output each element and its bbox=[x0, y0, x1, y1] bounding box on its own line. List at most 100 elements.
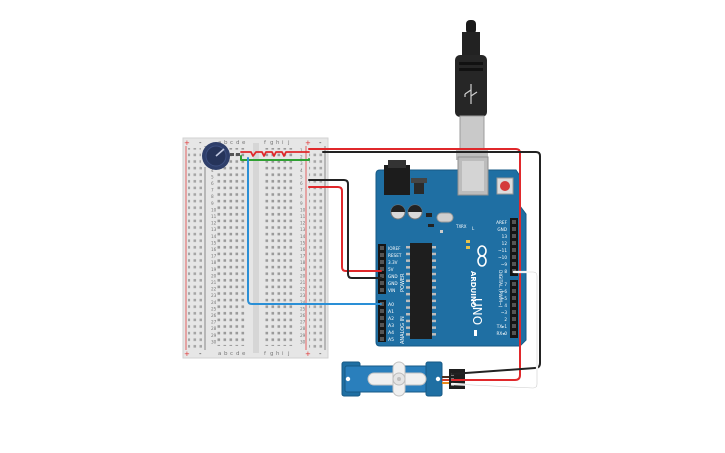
arduino-infinity-logo bbox=[477, 245, 487, 267]
wire-red-5v[interactable] bbox=[308, 186, 382, 272]
pin-gnd-3: GND bbox=[497, 227, 507, 232]
chip-pins bbox=[406, 246, 436, 336]
wire-green[interactable] bbox=[240, 155, 310, 161]
row-number: 27 bbox=[211, 320, 217, 325]
header-pin-hole[interactable] bbox=[512, 331, 516, 335]
rail-minus-top-right: - bbox=[319, 139, 322, 147]
row-number: 8 bbox=[211, 194, 214, 199]
pin-a4: A4 bbox=[388, 330, 394, 336]
potentiometer[interactable] bbox=[201, 142, 240, 170]
row-number: 9 bbox=[300, 201, 303, 206]
left-power-rail[interactable] bbox=[188, 148, 202, 348]
svg-text:h: h bbox=[276, 351, 280, 357]
header-pin-hole[interactable] bbox=[380, 323, 384, 327]
header-pin-hole[interactable] bbox=[512, 282, 516, 286]
atmega-chip bbox=[410, 243, 432, 339]
row-number: 28 bbox=[211, 326, 217, 331]
header-pin-hole[interactable] bbox=[512, 234, 516, 238]
row-number: 28 bbox=[300, 326, 306, 331]
svg-text:b: b bbox=[224, 351, 228, 357]
row-number: 21 bbox=[300, 280, 306, 285]
header-pin-hole[interactable] bbox=[380, 260, 384, 264]
header-pin-hole[interactable] bbox=[512, 317, 516, 321]
chip-pin bbox=[406, 319, 410, 323]
row-number: 2 bbox=[300, 155, 303, 160]
header-pin-hole[interactable] bbox=[380, 337, 384, 341]
header-pin-hole[interactable] bbox=[512, 289, 516, 293]
wire-blue-a0[interactable] bbox=[247, 157, 382, 305]
pin-0-rx: RX◂0 bbox=[496, 331, 507, 336]
analog-pin-labels: A0 A1 A2 A3 A4 A5 bbox=[388, 302, 394, 343]
analog-header[interactable] bbox=[378, 300, 386, 342]
row-number: 1 bbox=[300, 148, 303, 153]
pin-a0: A0 bbox=[388, 302, 394, 308]
pin-1-tx: TX▸1 bbox=[496, 324, 508, 329]
wire-black-gnd[interactable] bbox=[308, 179, 382, 279]
terminal-strip-right[interactable] bbox=[263, 148, 293, 346]
header-pin-hole[interactable] bbox=[512, 310, 516, 314]
row-number: 13 bbox=[300, 227, 306, 232]
chip-pin bbox=[406, 266, 410, 269]
header-pin-hole[interactable] bbox=[380, 281, 384, 285]
row-number: 17 bbox=[211, 254, 217, 259]
power-header-label: POWER bbox=[400, 273, 406, 292]
chip-pin bbox=[406, 292, 410, 296]
wire-red-servo[interactable] bbox=[308, 148, 521, 381]
row-number: 12 bbox=[211, 221, 217, 226]
header-pin-hole[interactable] bbox=[512, 220, 516, 224]
svg-text:g: g bbox=[270, 351, 274, 357]
header-pin-hole[interactable] bbox=[512, 303, 516, 307]
crystal-oscillator bbox=[436, 212, 454, 223]
arduino-uno-board[interactable]: L TX RX IOREF RESET 3.3V 5V GND GND VIN … bbox=[375, 156, 527, 347]
header-pin-hole[interactable] bbox=[380, 288, 384, 292]
svg-text:f: f bbox=[264, 140, 267, 146]
row-number: 7 bbox=[300, 188, 303, 193]
header-pin-hole[interactable] bbox=[512, 248, 516, 252]
svg-text:d: d bbox=[236, 351, 240, 357]
chip-pin bbox=[406, 306, 410, 309]
header-pin-hole[interactable] bbox=[512, 255, 516, 259]
tx-label: TX bbox=[455, 224, 461, 229]
pin-a5: A5 bbox=[388, 337, 394, 343]
row-number: 24 bbox=[211, 300, 217, 305]
header-pin-hole[interactable] bbox=[512, 324, 516, 328]
row-number: 20 bbox=[211, 273, 217, 278]
header-pin-hole[interactable] bbox=[512, 296, 516, 300]
chip-pin bbox=[406, 326, 410, 329]
header-pin-hole[interactable] bbox=[380, 309, 384, 313]
right-power-rail[interactable] bbox=[309, 148, 323, 348]
header-pin-hole[interactable] bbox=[512, 241, 516, 245]
chip-pin bbox=[432, 333, 436, 336]
row-number: 22 bbox=[211, 287, 217, 292]
header-pin-hole[interactable] bbox=[380, 267, 384, 271]
uno-model-label: UNO bbox=[470, 298, 484, 325]
rail-plus-bottom-left: + bbox=[184, 350, 190, 358]
chip-pin bbox=[432, 266, 436, 269]
row-number: 16 bbox=[211, 247, 217, 252]
terminal-strip-left[interactable] bbox=[217, 148, 247, 346]
header-pin-hole[interactable] bbox=[380, 253, 384, 257]
servo-motor[interactable] bbox=[341, 361, 465, 397]
header-pin-hole[interactable] bbox=[380, 316, 384, 320]
row-number: 19 bbox=[300, 267, 306, 272]
capacitor-2 bbox=[407, 204, 423, 220]
chip-pin bbox=[432, 286, 436, 289]
header-pin-hole[interactable] bbox=[512, 227, 516, 231]
servo-horn[interactable] bbox=[367, 361, 427, 397]
header-pin-hole[interactable] bbox=[380, 246, 384, 250]
rail-plus-top-left: + bbox=[184, 139, 190, 147]
wires bbox=[240, 148, 541, 390]
header-pin-hole[interactable] bbox=[380, 274, 384, 278]
chip-pin bbox=[406, 246, 410, 249]
digital-header-bottom[interactable] bbox=[510, 280, 518, 338]
header-pin-hole[interactable] bbox=[380, 330, 384, 334]
wire-red-jumper[interactable] bbox=[240, 151, 310, 157]
digital-header-top[interactable] bbox=[510, 218, 518, 276]
chip-pin bbox=[432, 252, 436, 256]
chip-pin bbox=[432, 272, 436, 276]
header-pin-hole[interactable] bbox=[512, 262, 516, 266]
usb-icon bbox=[464, 84, 478, 104]
led-l-label: L bbox=[472, 226, 475, 231]
breadboard[interactable]: + - + - + - + - a b c d e f g h i j a b … bbox=[182, 137, 329, 359]
row-number: 18 bbox=[211, 260, 217, 265]
